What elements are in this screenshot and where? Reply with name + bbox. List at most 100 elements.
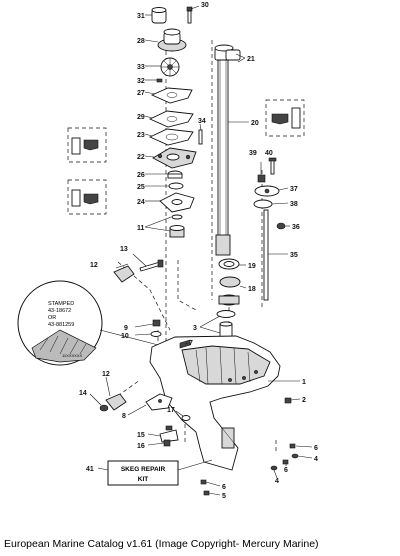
copyright-caption: European Marine Catalog v1.61 (Image Cop… [4, 538, 319, 550]
callout-22: 22 [137, 154, 145, 161]
callout-23: 23 [137, 132, 145, 139]
leader-lines [89, 5, 313, 496]
part-33-impeller[interactable] [160, 57, 180, 77]
detail-box-upper-left [67, 127, 107, 163]
callout-34: 34 [198, 118, 206, 125]
callout-20: 20 [251, 120, 259, 127]
gear-mark: 11XXXXXX [62, 353, 82, 358]
part-9-screw[interactable] [152, 319, 161, 327]
detail-box-lower-left [67, 179, 107, 215]
callout-7: 7 [189, 340, 193, 347]
part-6-screws[interactable] [200, 443, 296, 485]
callout-37: 37 [290, 186, 298, 193]
callout-14: 14 [79, 390, 87, 397]
callout-15: 15 [137, 432, 145, 439]
part-24-carrier[interactable] [159, 192, 195, 213]
callout-6-low: 6 [222, 484, 226, 491]
part-15-fitting[interactable] [159, 425, 179, 443]
callout-17: 17 [167, 407, 175, 414]
callout-11: 11 [137, 225, 145, 232]
callout-labels: 31 30 28 33 32 27 29 23 22 26 25 24 11 2… [79, 2, 318, 500]
part-12-block-lower[interactable] [105, 393, 127, 411]
callout-12-upper: 12 [90, 262, 98, 269]
skeg-kit-line-1: SKEG REPAIR [121, 466, 166, 473]
callout-18: 18 [248, 286, 256, 293]
callout-16: 16 [137, 443, 145, 450]
part-7-clip[interactable] [179, 339, 191, 349]
part-19-seal[interactable] [218, 258, 240, 270]
stamp-detail-inset: STAMPED 43-18672 OR 43-881259 11XXXXXX [17, 280, 171, 366]
part-37-cover[interactable] [254, 185, 280, 197]
callout-40: 40 [265, 150, 273, 157]
callout-1: 1 [302, 379, 306, 386]
part-20-driveshaft[interactable] [215, 59, 231, 256]
callout-4-right: 4 [314, 456, 318, 463]
part-1-gearcase-housing[interactable] [149, 335, 281, 471]
callout-13: 13 [120, 246, 128, 253]
part-39-bolt[interactable] [257, 174, 266, 183]
callout-35: 35 [290, 252, 298, 259]
callout-3: 3 [193, 325, 197, 332]
part-36-nut[interactable] [276, 222, 286, 230]
callout-29: 29 [137, 114, 145, 121]
part-35-shift-shaft[interactable] [263, 209, 269, 301]
callout-10: 10 [121, 333, 129, 340]
part-18-bearing[interactable] [218, 276, 241, 306]
part-22-pump-base[interactable] [152, 147, 197, 169]
part-25-oring[interactable] [168, 182, 184, 190]
part-38-seal[interactable] [253, 199, 273, 209]
callout-31: 31 [137, 13, 145, 20]
callout-32: 32 [137, 78, 145, 85]
part-16-screw[interactable] [163, 439, 171, 447]
callout-30: 30 [201, 2, 209, 9]
callout-41: 41 [86, 466, 94, 473]
part-30-screw[interactable] [186, 6, 193, 24]
stamp-line-1: STAMPED [48, 301, 74, 307]
stamp-line-2: 43-18672 [48, 308, 71, 314]
part-34-pin[interactable] [198, 129, 203, 145]
part-10-washer[interactable] [150, 331, 162, 337]
callout-2: 2 [302, 397, 306, 404]
part-29-plate[interactable] [148, 110, 194, 128]
part-17-washer[interactable] [181, 415, 191, 421]
callout-6-right: 6 [314, 445, 318, 452]
part-21-bushings[interactable] [214, 44, 241, 61]
part-28-pump-housing[interactable] [157, 28, 187, 52]
callout-36: 36 [292, 224, 300, 231]
callout-26: 26 [137, 172, 145, 179]
callout-21: 21 [247, 56, 255, 63]
part-2-plug[interactable] [284, 397, 292, 404]
part-13-screw[interactable] [139, 259, 164, 272]
callout-24: 24 [137, 199, 145, 206]
part-31-bushing[interactable] [151, 7, 167, 24]
exploded-parts-diagram: STAMPED 43-18672 OR 43-881259 11XXXXXX [17, 2, 318, 500]
callout-33: 33 [137, 64, 145, 71]
part-5-screw[interactable] [203, 490, 210, 496]
skeg-kit-line-2: KIT [138, 476, 149, 483]
callout-25: 25 [137, 184, 145, 191]
detail-box-upper-right [265, 99, 305, 137]
callout-9: 9 [124, 325, 128, 332]
callout-8: 8 [122, 413, 126, 420]
stamp-line-3: OR [48, 315, 56, 321]
callout-27: 27 [137, 90, 145, 97]
callout-38: 38 [290, 201, 298, 208]
callout-19: 19 [248, 263, 256, 270]
part-41-skeg-repair-kit[interactable]: SKEG REPAIR KIT [107, 459, 213, 486]
callout-12-lower: 12 [102, 371, 110, 378]
part-12-block-upper[interactable] [113, 265, 135, 283]
part-23-gasket[interactable] [148, 128, 194, 146]
part-27-gasket[interactable] [150, 87, 193, 104]
callout-39: 39 [249, 150, 257, 157]
part-32-key[interactable] [156, 78, 163, 83]
part-26-seal[interactable] [167, 170, 183, 179]
callout-5: 5 [222, 493, 226, 500]
stamp-line-4: 43-881259 [48, 322, 74, 328]
part-40-screw[interactable] [268, 157, 277, 175]
part-14-nut[interactable] [99, 404, 109, 412]
part-11-seals[interactable] [169, 214, 185, 238]
part-8-anode[interactable] [145, 393, 173, 411]
callout-28: 28 [137, 38, 145, 45]
callout-4-mid: 4 [275, 478, 279, 485]
callout-6-mid: 6 [284, 467, 288, 474]
